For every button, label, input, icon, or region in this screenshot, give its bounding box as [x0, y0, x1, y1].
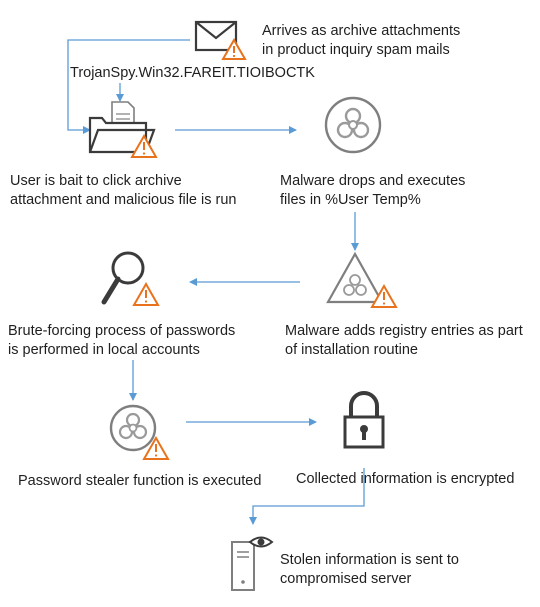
- biohazard-triangle-warning-icon: [326, 251, 398, 308]
- biohazard-circle-icon: [324, 96, 382, 154]
- step-stealer-label: Password stealer function is executed: [18, 473, 262, 489]
- malware-name-label: TrojanSpy.Win32.FAREIT.TIOIBOCTK: [70, 65, 315, 81]
- step-drops-label: Malware drops and executes files in %Use…: [280, 173, 466, 208]
- arrow-encrypt-to-sent: [249, 468, 365, 525]
- arrow-arrival-to-click: [67, 39, 190, 134]
- step-sent-label: Stolen information is sent to compromise…: [280, 552, 459, 587]
- padlock-icon: [343, 391, 385, 449]
- biohazard-circle-warning-icon: [109, 404, 170, 460]
- step-user-click-label: User is bait to click archive attachment…: [10, 173, 237, 208]
- step-brute-force-label: Brute-forcing process of passwords is pe…: [8, 323, 236, 358]
- envelope-warning-icon: [194, 20, 247, 60]
- magnifier-warning-icon: [101, 251, 160, 306]
- folder-file-warning-icon: [88, 101, 158, 158]
- step-arrival-label: Arrives as archive attachments in produc…: [262, 23, 461, 58]
- step-registry-label: Malware adds registry entries as part of…: [285, 323, 523, 358]
- server-eye-icon: [231, 536, 274, 591]
- step-encrypted-label: Collected information is encrypted: [296, 471, 515, 487]
